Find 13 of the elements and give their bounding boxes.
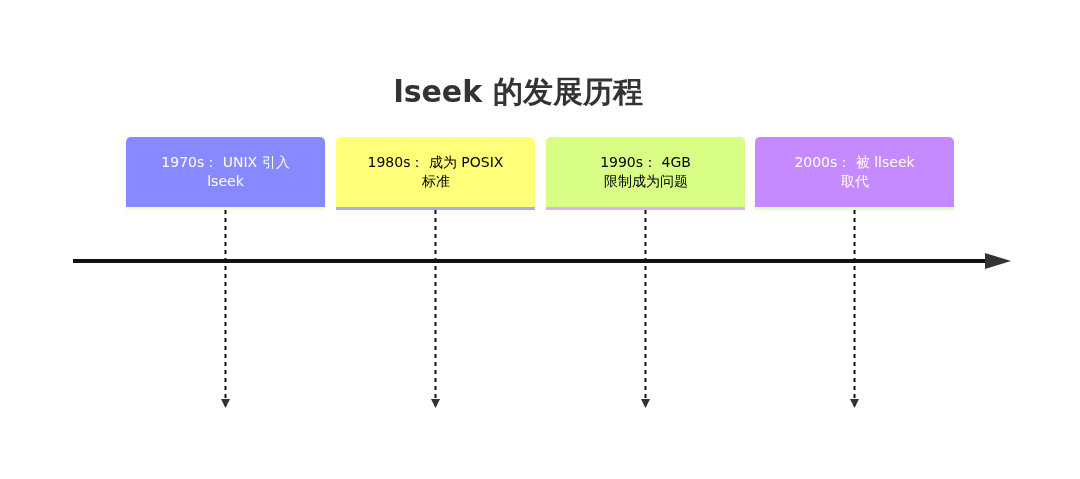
- period-box: [755, 137, 954, 210]
- period-box: [546, 137, 745, 210]
- dashed-arrow: [850, 209, 859, 409]
- dashed-arrow: [221, 209, 230, 409]
- period-label: 1980s： 成为 POSIX 标准: [366, 153, 505, 191]
- diagram-title: lseek 的发展历程: [393, 73, 643, 111]
- period-label: 1970s： UNIX 引入 lseek: [160, 153, 291, 191]
- period-box: [336, 137, 535, 210]
- dashed-arrow: [431, 209, 440, 409]
- period-label: 2000s： 被 llseek 取代: [793, 153, 916, 191]
- period-box: [126, 137, 325, 210]
- dashed-arrow: [641, 209, 650, 409]
- period-label: 1990s： 4GB 限制成为问题: [599, 153, 692, 191]
